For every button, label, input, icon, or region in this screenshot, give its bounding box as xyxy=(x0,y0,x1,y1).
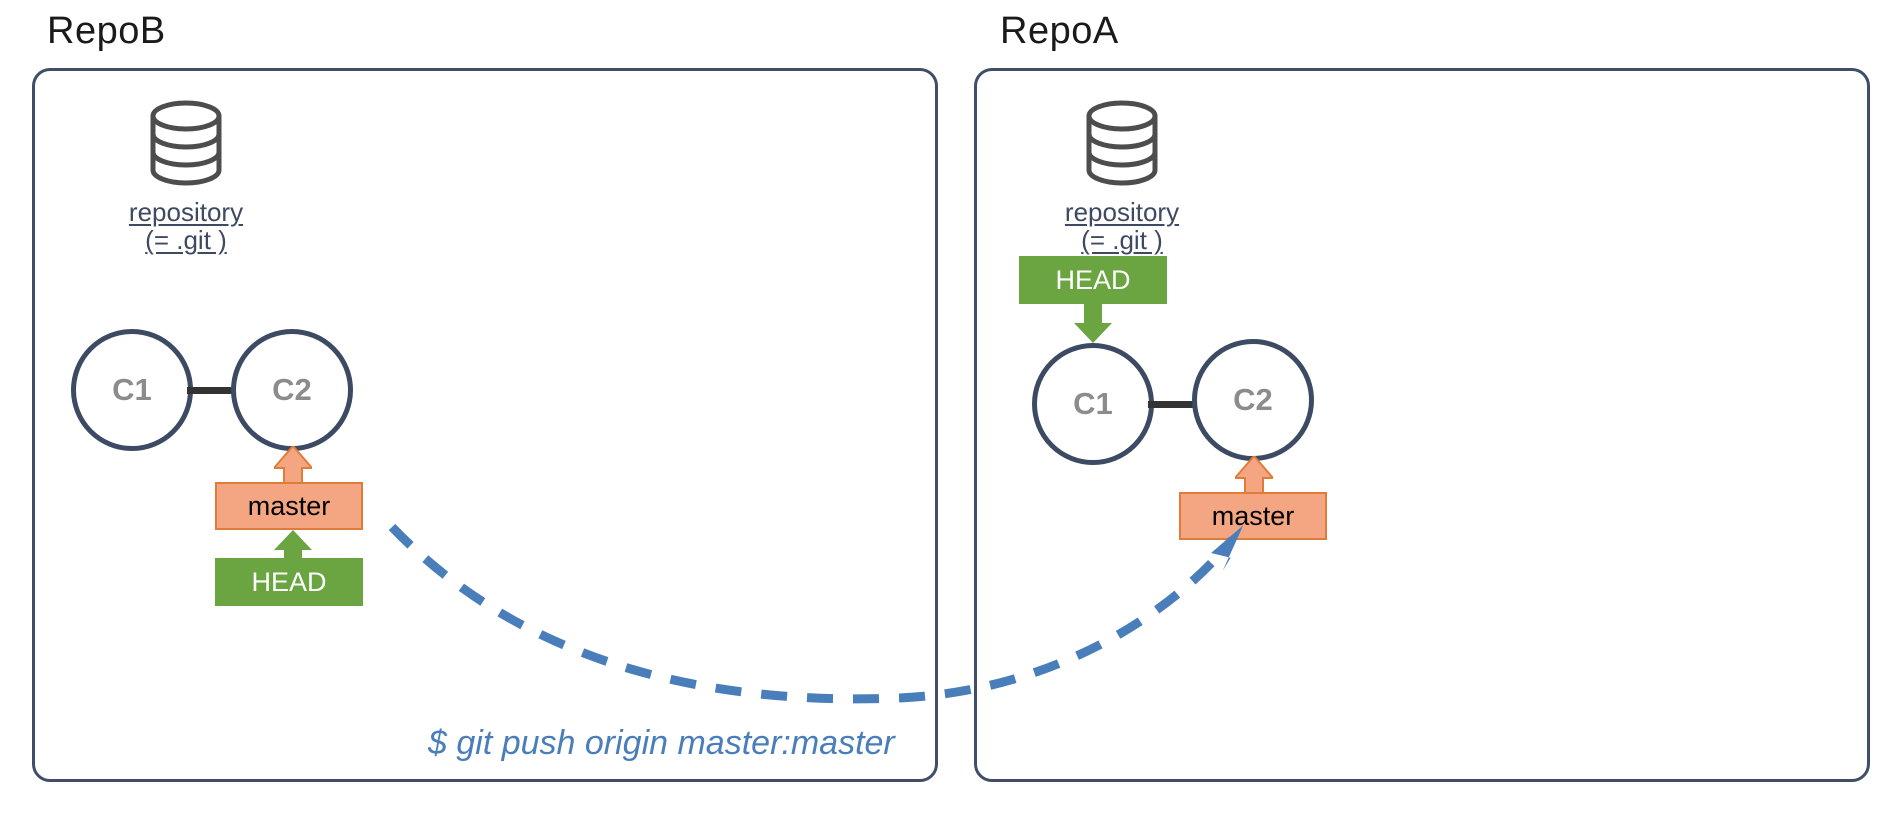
repoa-panel: repository (= .git ) HEAD C1 C2 master xyxy=(974,68,1870,782)
repob-repository-label: repository (= .git ) xyxy=(128,197,244,256)
repoa-commit-link xyxy=(1148,401,1196,408)
repob-repository-block: repository (= .git ) xyxy=(101,99,271,254)
repoa-commit-c2[interactable]: C2 xyxy=(1192,339,1314,461)
repob-commit-c1[interactable]: C1 xyxy=(71,329,193,451)
repob-commit-c2[interactable]: C2 xyxy=(231,329,353,451)
repob-master-label[interactable]: master xyxy=(215,482,363,530)
repob-head-label[interactable]: HEAD xyxy=(215,558,363,606)
database-icon xyxy=(1037,99,1207,192)
repob-title: RepoB xyxy=(47,10,166,52)
repoa-head-label[interactable]: HEAD xyxy=(1019,256,1167,304)
repoa-commit-c1[interactable]: C1 xyxy=(1032,343,1154,465)
repoa-repository-block: repository (= .git ) xyxy=(1037,99,1207,254)
repoa-repository-label: repository (= .git ) xyxy=(1064,197,1180,256)
repoa-title: RepoA xyxy=(1000,10,1119,52)
repob-head-arrow-icon xyxy=(274,530,312,575)
push-command-caption: $ git push origin master:master xyxy=(428,724,895,762)
database-icon xyxy=(101,99,271,192)
repoa-head-arrow-icon xyxy=(1074,303,1112,348)
repob-commit-link xyxy=(187,387,235,394)
repob-panel: repository (= .git ) C1 C2 master HEAD xyxy=(32,68,938,782)
repoa-master-label[interactable]: master xyxy=(1179,492,1327,540)
